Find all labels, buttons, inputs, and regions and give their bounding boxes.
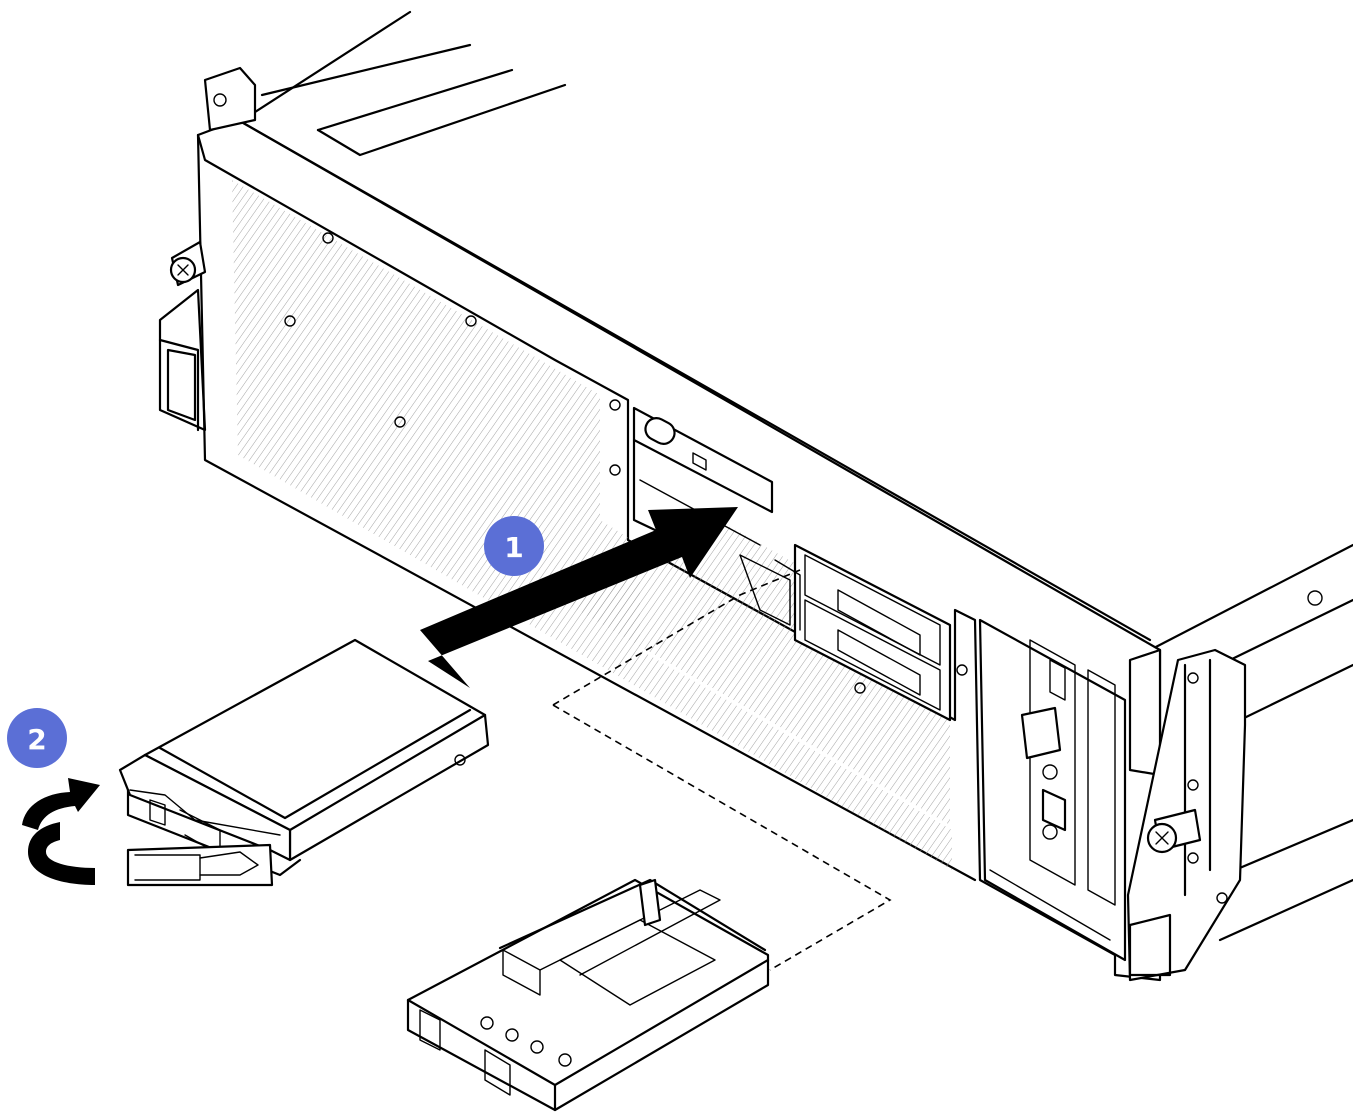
step-badge-1: 1 — [484, 516, 544, 576]
step-badge-2: 2 — [7, 708, 67, 768]
rotate-close-arrow-icon — [22, 778, 100, 885]
hot-swap-drive — [118, 638, 490, 887]
step-number-1: 1 — [504, 531, 523, 564]
server-chassis — [158, 10, 1353, 982]
step-number-2: 2 — [27, 723, 46, 756]
guide-line — [552, 569, 801, 706]
insert-arrow-icon — [420, 507, 738, 688]
guide-line — [552, 704, 892, 971]
drive-filler-blank — [406, 878, 770, 1112]
